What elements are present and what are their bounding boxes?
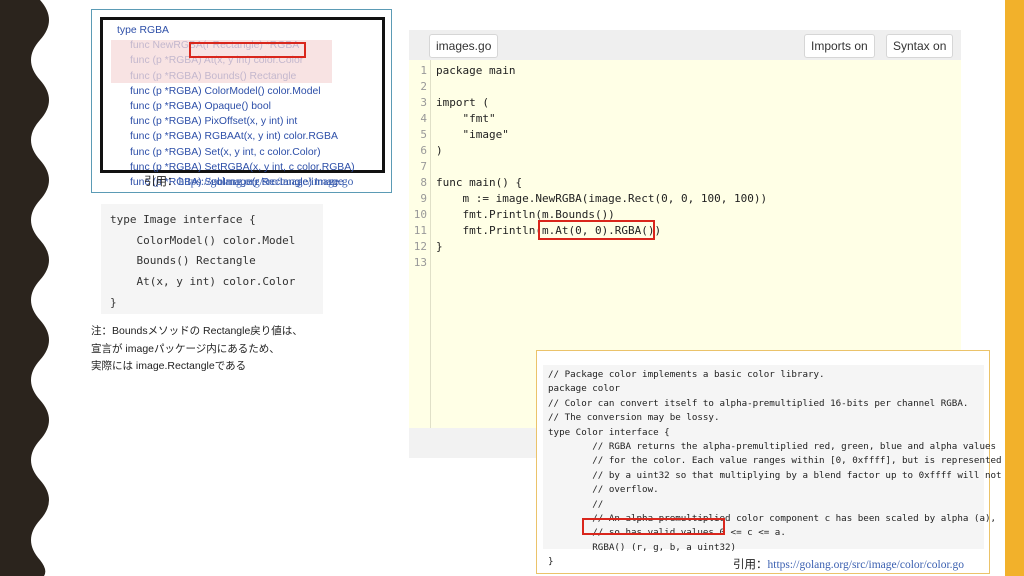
cite-image-go: 引用：https://golang.org/src/image/image.go [144, 173, 353, 189]
line-number: 5 [420, 128, 427, 141]
code-line: "fmt" [436, 112, 496, 125]
doc-highlight-band [111, 40, 332, 83]
code-line: ) [436, 144, 443, 157]
line-number: 8 [420, 176, 427, 189]
code-line: // Package color implements a basic colo… [548, 369, 825, 380]
code-line: import ( [436, 96, 489, 109]
code-line: type Image interface { [110, 213, 256, 226]
code-line: // The conversion may be lossy. [548, 412, 720, 424]
line-number: 12 [413, 240, 427, 253]
code-line: // by a uint32 so that multiplying by a … [548, 469, 1002, 481]
doc-line: func (p *RGBA) RGBAAt(x, y int) color.RG… [130, 131, 338, 143]
doc-line: func (p *RGBA) Opaque() bool [130, 101, 271, 113]
code-line: Bounds() Rectangle [110, 254, 256, 268]
code-line: "image" [436, 128, 509, 141]
doc-line: func (p *RGBA) Set(x, y int, c color.Col… [130, 146, 321, 158]
doc-screenshot-frame: type RGBA func NewRGBA(r Rectangle) *RGB… [91, 9, 392, 193]
line-number: 3 [420, 96, 427, 109]
playground-toolbar: images.go Imports on Syntax on [409, 30, 961, 60]
code-line: package main [436, 64, 516, 77]
code-line: func main() { [436, 176, 523, 189]
line-number: 9 [420, 192, 427, 205]
at-call-highlight [538, 220, 655, 240]
decorative-wavy-band [0, 0, 49, 576]
line-number: 10 [413, 208, 427, 221]
code-line: At(x, y int) color.Color [110, 275, 296, 289]
code-line: type Color interface { [548, 426, 670, 438]
cite-prefix: 引用： [733, 559, 768, 571]
line-number: 6 [420, 144, 427, 157]
note-line: 宣言が imageパッケージ内にあるため、 [91, 342, 280, 355]
code-line: // Color can convert itself to alpha-pre… [548, 397, 969, 409]
doc-line: func (p *RGBA) SetRGBA(x, y int, c color… [130, 161, 355, 173]
code-line: } [548, 556, 554, 568]
code-line: } [436, 240, 443, 253]
line-number: 7 [420, 160, 427, 173]
note-line: 実際には image.Rectangleである [91, 360, 247, 372]
cite-prefix: 引用： [144, 176, 179, 188]
doc-line: func (p *RGBA) ColorModel() color.Model [130, 85, 321, 97]
doc-line: func (p *RGBA) SubImage(r Rectangle) Ima… [130, 177, 344, 189]
at-method-highlight [189, 42, 306, 58]
cite-link-color-go[interactable]: https://golang.org/src/image/color/color… [767, 559, 965, 571]
code-line: // for the color. Each value ranges with… [548, 455, 1002, 467]
code-line: fmt.Println(m.Bounds()) [436, 208, 615, 221]
syntax-toggle-button[interactable]: Syntax on [886, 34, 954, 58]
line-number-gutter [409, 60, 431, 428]
line-number: 13 [413, 256, 427, 269]
cite-color-go: 引用：https://golang.org/src/image/color/co… [733, 556, 964, 572]
code-line: package color [548, 383, 620, 395]
bounds-note: 注：Boundsメソッドの Rectangle戻り値は、 宣言が imageパッ… [91, 323, 303, 376]
doc-line: func (p *RGBA) PixOffset(x, y int) int [130, 116, 298, 128]
rgba-method-highlight [582, 518, 725, 535]
note-line: 注：Boundsメソッドの Rectangle戻り値は、 [91, 325, 303, 337]
code-line: fmt.Println(m.At(0, 0).RGBA()) [436, 224, 662, 237]
line-number: 4 [420, 112, 427, 125]
code-line: m := image.NewRGBA(image.Rect(0, 0, 100,… [436, 192, 768, 205]
cite-link-image-go[interactable]: https://golang.org/src/image/image.go [178, 176, 354, 188]
line-number: 2 [420, 80, 427, 93]
code-line: // so has valid values 0 <= c <= a. [548, 527, 786, 539]
code-line: // RGBA returns the alpha-premultiplied … [548, 441, 997, 453]
code-line: // overflow. [548, 484, 659, 496]
color-go-frame: // Package color implements a basic colo… [536, 350, 1002, 574]
line-number: 1 [420, 64, 427, 77]
code-line: RGBA() (r, g, b, a uint32) [548, 541, 737, 553]
imports-toggle-button[interactable]: Imports on [804, 34, 875, 58]
image-interface-code: type Image interface { ColorModel() colo… [101, 204, 323, 314]
decorative-right-strip [1005, 0, 1024, 576]
doc-line: type RGBA [117, 25, 169, 36]
code-line: } [110, 295, 117, 309]
code-line: ColorModel() color.Model [110, 233, 296, 247]
file-tab-button[interactable]: images.go [429, 34, 499, 58]
line-number: 11 [413, 224, 427, 237]
code-line: // [548, 498, 604, 510]
